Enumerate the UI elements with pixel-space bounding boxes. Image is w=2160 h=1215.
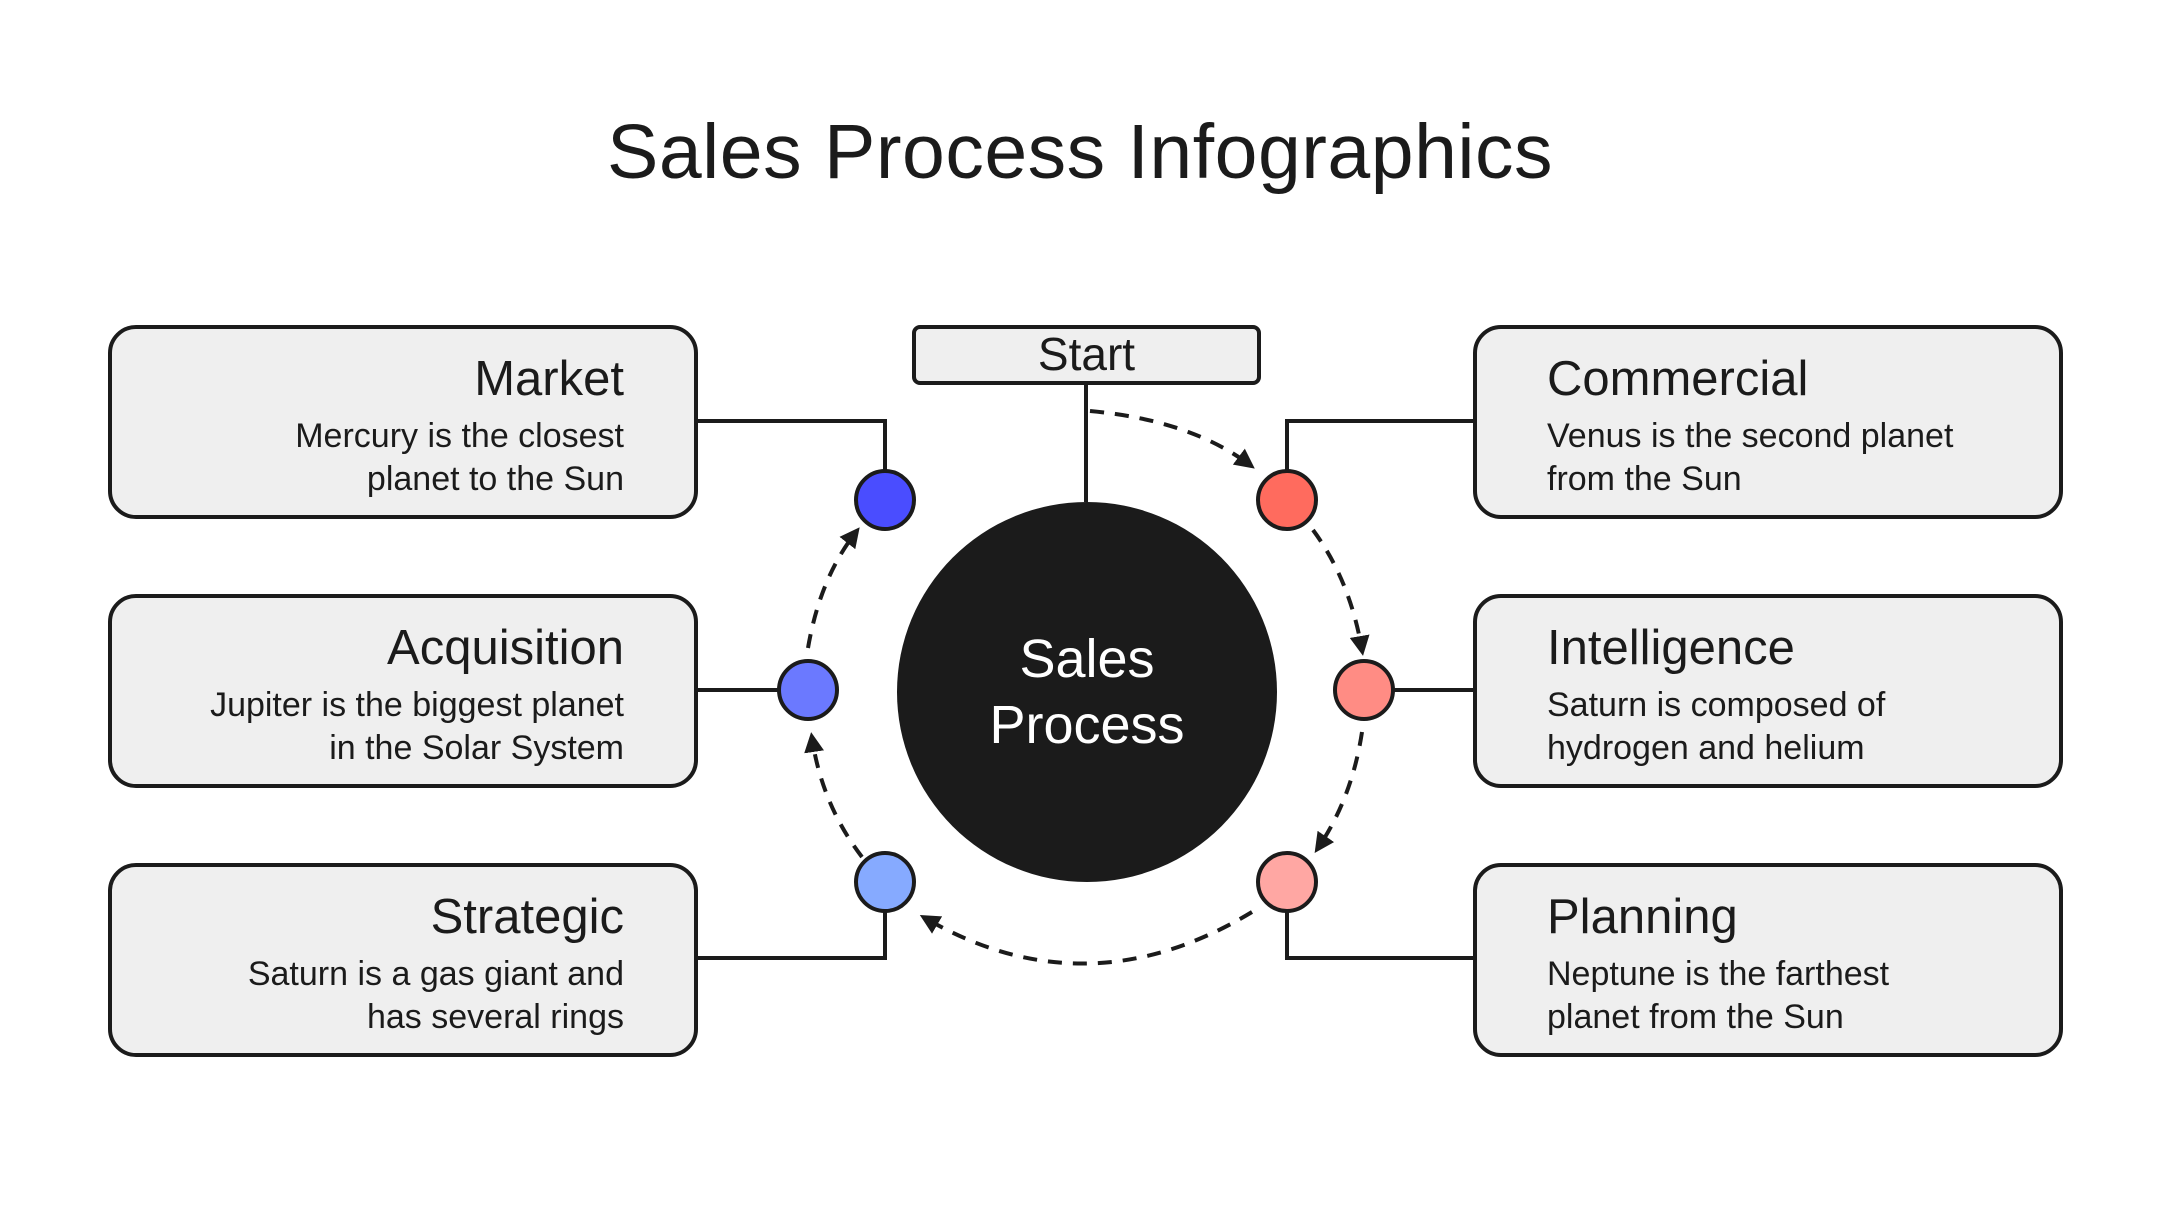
flow-arrow-start-commercial xyxy=(1089,409,1255,469)
card-title: Planning xyxy=(1547,890,1738,944)
card-commercial: Commercial Venus is the second planet fr… xyxy=(1473,325,2063,519)
card-title: Strategic xyxy=(430,890,624,944)
connector-commercial xyxy=(1285,419,1473,478)
flow-arrow-acquisition-market xyxy=(806,527,860,649)
flow-arrow-commercial-intelligence xyxy=(1311,528,1370,656)
card-description-line: Jupiter is the biggest planet xyxy=(210,686,624,724)
card-description-line: has several rings xyxy=(366,998,624,1036)
card-description-line: from the Sun xyxy=(1547,460,1742,498)
node-strategic xyxy=(854,851,916,913)
card-intelligence: Intelligence Saturn is composed of hydro… xyxy=(1473,594,2063,788)
connector-strategic xyxy=(698,910,887,960)
card-description-line: planet from the Sun xyxy=(1547,998,1844,1036)
connector-market xyxy=(698,419,887,478)
card-planning: Planning Neptune is the farthest planet … xyxy=(1473,863,2063,1057)
card-title: Market xyxy=(474,352,624,406)
node-market xyxy=(854,469,916,531)
center-label-line2: Process xyxy=(989,695,1185,755)
card-description-line: Neptune is the farthest xyxy=(1547,955,1890,993)
card-description-line: Saturn is a gas giant and xyxy=(247,955,624,993)
node-commercial xyxy=(1256,469,1318,531)
card-strategic: Strategic Saturn is a gas giant and has … xyxy=(108,863,698,1057)
page-title: Sales Process Infographics xyxy=(606,109,1554,195)
node-acquisition xyxy=(777,659,839,721)
node-intelligence xyxy=(1333,659,1395,721)
card-title: Acquisition xyxy=(387,621,624,675)
card-title: Intelligence xyxy=(1547,621,1795,675)
card-acquisition: Acquisition Jupiter is the biggest plane… xyxy=(108,594,698,788)
card-description-line: Venus is the second planet xyxy=(1547,417,1954,455)
center-label-line1: Sales xyxy=(1019,629,1155,689)
node-planning xyxy=(1256,851,1318,913)
flow-arrow-intelligence-planning xyxy=(1314,731,1364,853)
card-description-line: planet to the Sun xyxy=(366,460,624,498)
card-description-line: Saturn is composed of xyxy=(1547,686,1886,724)
flow-arrow-strategic-acquisition xyxy=(804,732,864,859)
flow-arrow-planning-strategic xyxy=(919,910,1254,966)
card-description-line: hydrogen and helium xyxy=(1547,729,1865,767)
connector-planning xyxy=(1285,910,1473,960)
start-box: Start xyxy=(912,325,1261,385)
card-title: Commercial xyxy=(1547,352,1809,406)
center-circle: Sales Process xyxy=(897,502,1277,882)
card-description-line: Mercury is the closest xyxy=(295,417,624,455)
card-description-line: in the Solar System xyxy=(329,729,624,767)
card-market: Market Mercury is the closest planet to … xyxy=(108,325,698,519)
